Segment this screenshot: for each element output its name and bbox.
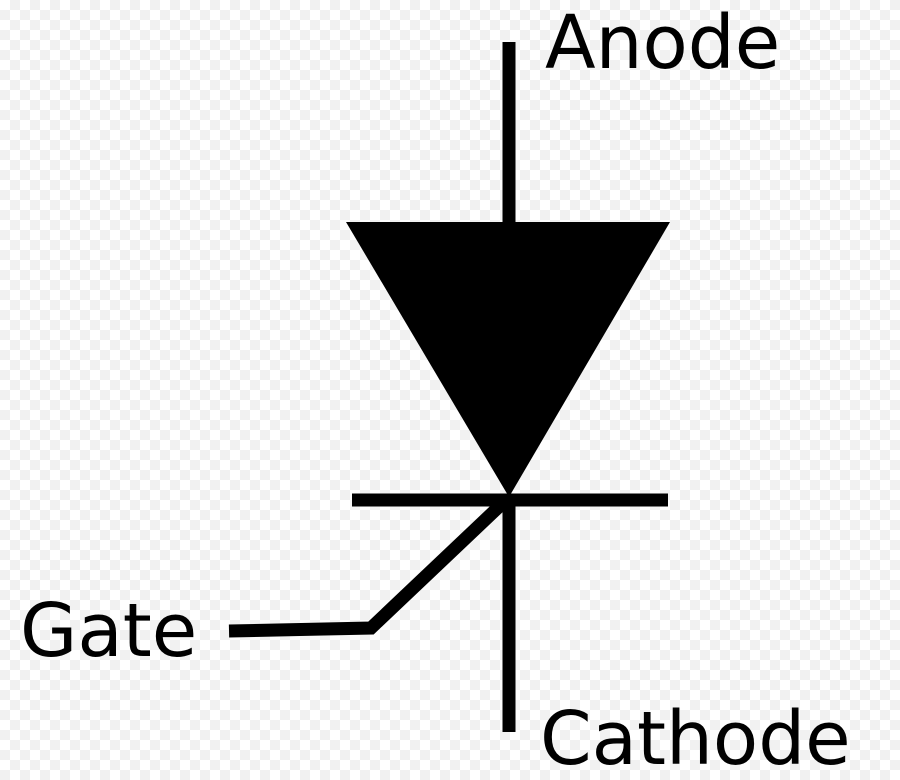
gate-label: Gate	[20, 588, 198, 674]
anode-label: Anode	[545, 0, 781, 86]
cathode-label: Cathode	[540, 696, 851, 780]
gate-lead	[228, 495, 511, 638]
diode-triangle	[346, 222, 670, 497]
